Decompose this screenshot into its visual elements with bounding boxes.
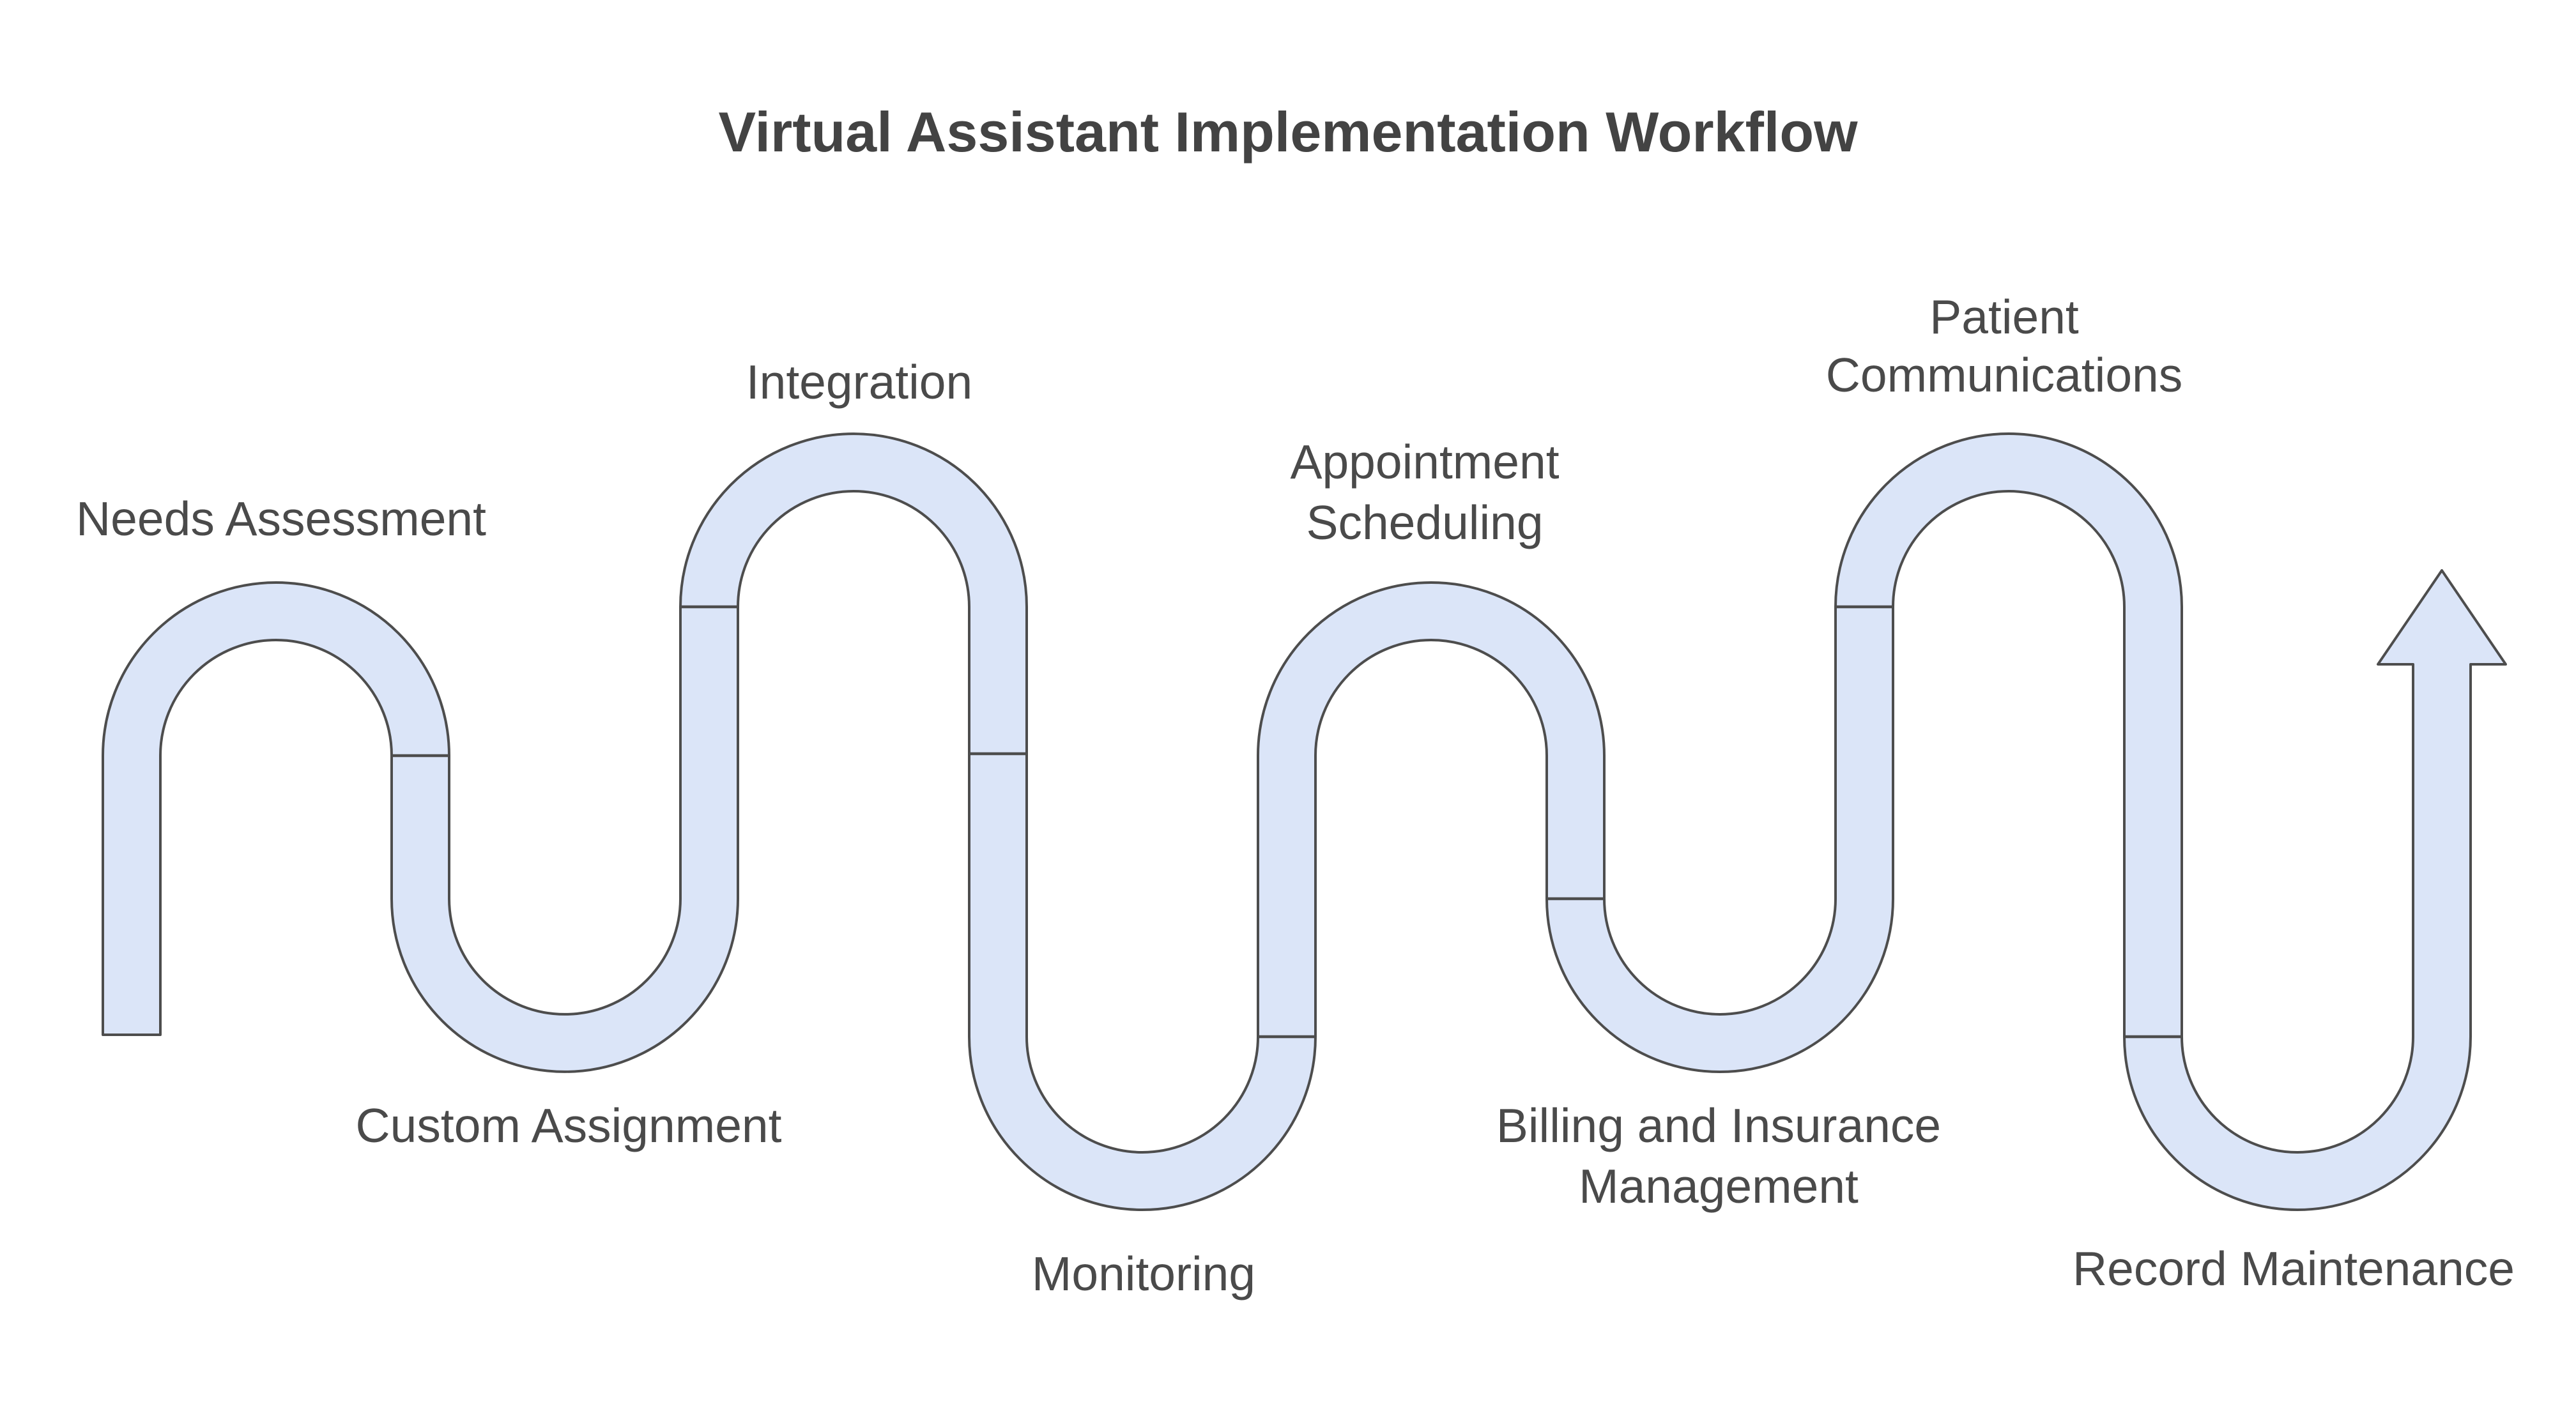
stage-label-patient-communications: Patient Communications (1826, 290, 2183, 402)
stage-label-monitoring: Monitoring (1032, 1247, 1255, 1300)
diagram-title: Virtual Assistant Implementation Workflo… (718, 100, 1858, 164)
stage-label-appointment-scheduling: Appointment Scheduling (1290, 435, 1559, 549)
stage-label-custom-assignment: Custom Assignment (356, 1099, 782, 1152)
stage-label-billing-insurance-management: Billing and Insurance Management (1496, 1099, 1941, 1213)
stage-label-billing-insurance-management-line-2: Management (1579, 1159, 1859, 1213)
stage-label-integration: Integration (746, 355, 972, 409)
stage-label-appointment-scheduling-line-1: Appointment (1290, 435, 1559, 489)
workflow-ribbon (102, 432, 2507, 1211)
stage-label-patient-communications-line-2: Communications (1826, 348, 2183, 402)
stage-label-billing-insurance-management-line-1: Billing and Insurance (1496, 1099, 1941, 1152)
stage-label-patient-communications-line-1: Patient (1929, 290, 2079, 344)
stage-label-appointment-scheduling-line-2: Scheduling (1306, 496, 1543, 549)
stage-label-needs-assessment: Needs Assessment (76, 492, 486, 545)
stage-label-record-maintenance: Record Maintenance (2073, 1242, 2515, 1295)
